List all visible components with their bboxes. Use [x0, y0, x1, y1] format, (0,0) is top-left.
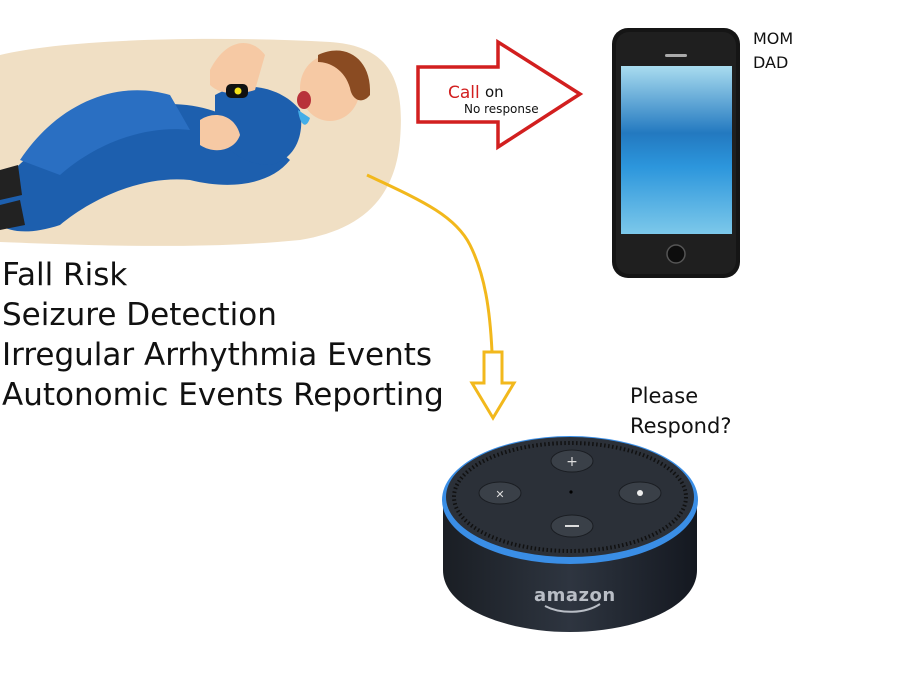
fallen-person-illustration [0, 43, 371, 232]
call-label: Call [448, 83, 480, 103]
feature-seizure-detection: Seizure Detection [2, 297, 277, 333]
speaker-brand-logo: amazon [534, 585, 616, 606]
phone-speaker [665, 54, 687, 57]
mic-mute-button[interactable] [478, 481, 522, 505]
prompt-line-2: Respond? [630, 414, 732, 438]
phone-home-button [666, 244, 686, 264]
volume-up-button[interactable] [550, 449, 594, 473]
no-response-label: No response [464, 102, 539, 116]
contact-list: MOM DAD [753, 27, 793, 75]
contact-dad: DAD [753, 53, 789, 72]
call-on-label: on [485, 83, 504, 101]
prompt-line-1: Please [630, 384, 699, 408]
svg-text:+: + [566, 454, 578, 470]
flow-arrow-line [366, 173, 494, 353]
call-arrow [416, 38, 584, 151]
feature-fall-risk: Fall Risk [2, 257, 128, 293]
smartphone [612, 28, 740, 278]
feature-autonomic-events: Autonomic Events Reporting [2, 377, 444, 413]
flow-arrow-head [469, 350, 517, 421]
feature-list: Fall Risk Seizure Detection Irregular Ar… [2, 255, 444, 415]
speaker-prompt: Please Respond? [630, 381, 731, 441]
phone-screen [621, 66, 732, 234]
svg-text:✕: ✕ [495, 488, 504, 501]
feature-arrhythmia-events: Irregular Arrhythmia Events [2, 337, 433, 373]
smart-speaker: + ✕ [442, 436, 698, 632]
contact-mom: MOM [753, 29, 794, 48]
